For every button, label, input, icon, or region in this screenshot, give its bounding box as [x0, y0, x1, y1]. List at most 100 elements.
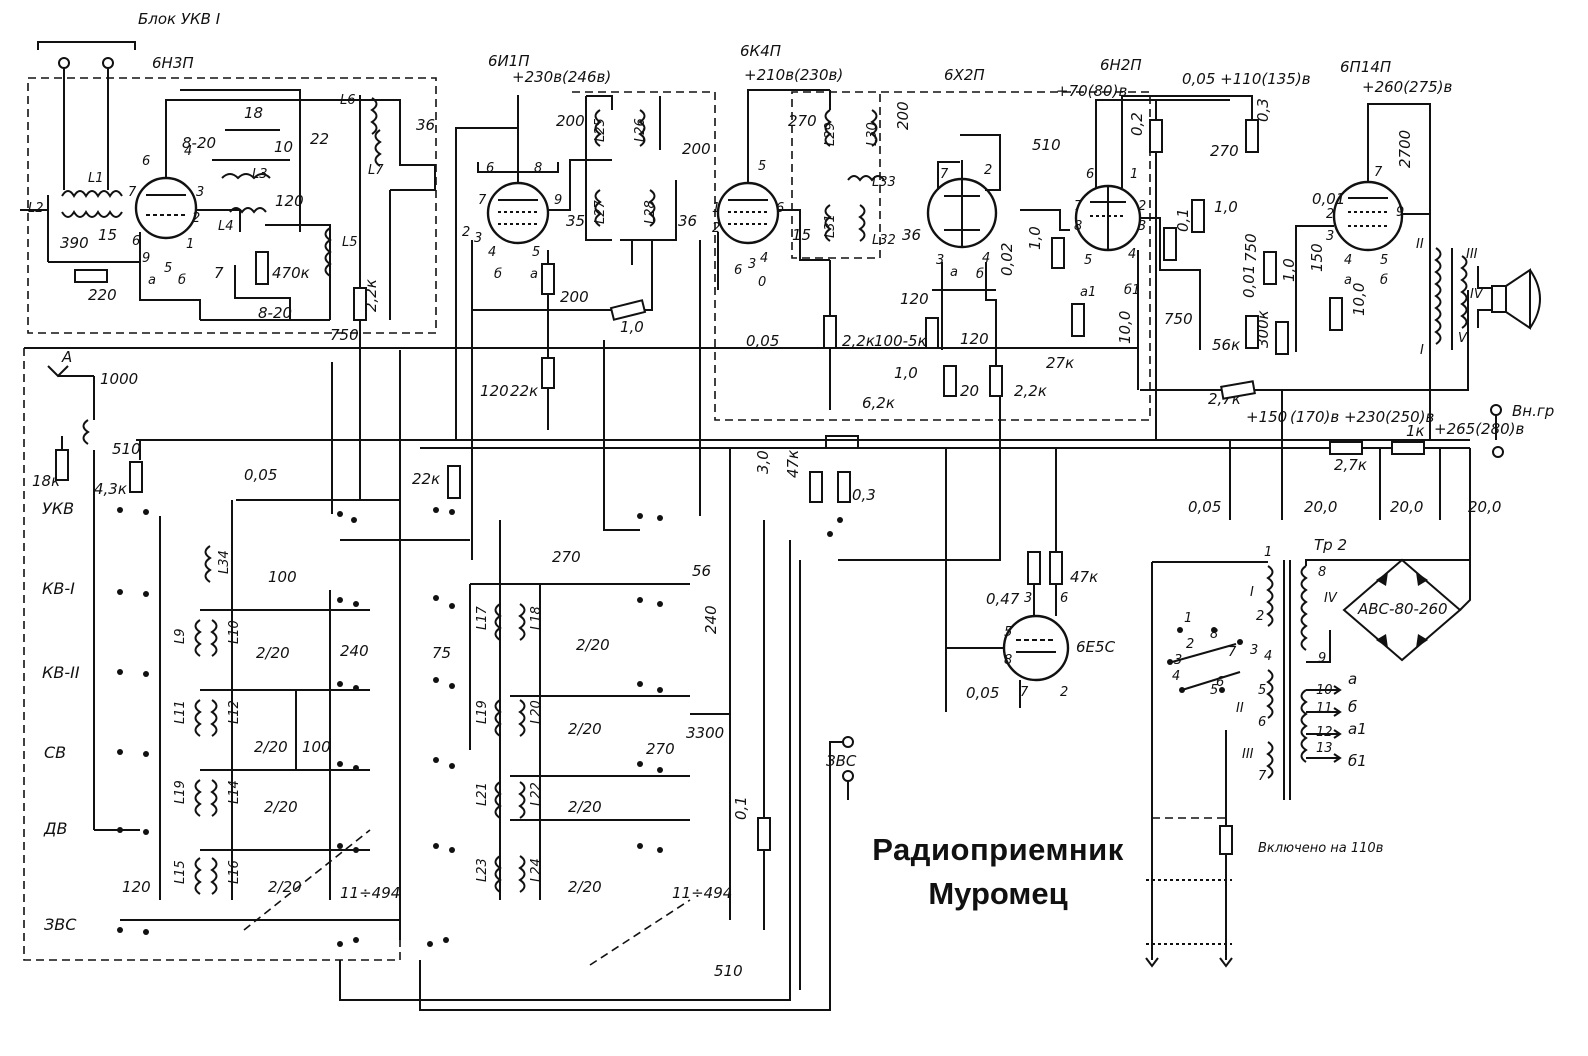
cap-0-01-out: 0,01: [1312, 190, 1345, 208]
mains-switch-and-cord: [1145, 817, 1233, 968]
band-kv1: КВ-I: [42, 579, 75, 598]
svg-text:б1: б1: [1124, 283, 1140, 298]
svg-text:L32: L32: [872, 233, 896, 248]
coil-l24: [518, 855, 526, 893]
cap-1000-label: 1000: [100, 370, 138, 388]
cap-0-02: 0,02: [998, 243, 1016, 276]
cap-36-if: 36: [678, 212, 697, 230]
resistor-4-3k: [129, 461, 143, 493]
tube-v3-label: 6К4П: [740, 42, 781, 60]
osc-coil-bank: [469, 448, 765, 930]
cap-20-0-b: 20,0: [1390, 498, 1423, 516]
coil-l26: [638, 109, 646, 147]
cap-200-a: 200: [556, 112, 585, 130]
tap-6: 6: [1258, 715, 1266, 730]
coil-l7: [374, 129, 382, 167]
tube-v7-label: 6Е5С: [1076, 638, 1116, 656]
pt-winding-iii: III: [1242, 747, 1254, 762]
resistor-4-3k-label: 4,3к: [94, 480, 127, 498]
coil-l27: [594, 189, 602, 227]
coil-l30: [870, 109, 878, 147]
resistor-20: [943, 365, 957, 397]
cap-18: 18: [244, 104, 263, 122]
svg-text:L23: L23: [475, 858, 490, 882]
svg-text:2: 2: [462, 225, 470, 240]
svg-text:3: 3: [1174, 653, 1182, 668]
svg-text:L9: L9: [173, 628, 188, 644]
svg-text:5: 5: [1084, 253, 1092, 268]
cap-10-0-out: 10,0: [1350, 283, 1368, 316]
cap-270-osc-b: 270: [646, 740, 675, 758]
trimmer-2-20-b: 2/20: [254, 738, 288, 756]
svg-text:L26: L26: [633, 118, 648, 142]
rectifier-label: АВС-80-260: [1357, 600, 1448, 618]
cap-120-if: 120: [480, 382, 509, 400]
resistor-47k-eye-a: [1027, 551, 1041, 585]
band-ukv: УКВ: [42, 499, 74, 518]
svg-text:7: 7: [128, 185, 137, 200]
cap-10-0-v5: 10,0: [1116, 311, 1134, 344]
tube-v2-voltage: +230в(246в): [512, 68, 611, 86]
ot-winding-iii: III: [1466, 247, 1478, 262]
svg-text:3: 3: [196, 185, 204, 200]
svg-text:a: a: [148, 273, 156, 288]
coil-l15: [194, 857, 202, 895]
svg-text:7: 7: [1374, 165, 1383, 180]
cap-240-osc: 240: [702, 605, 720, 634]
cap-15-if: 15: [792, 226, 811, 244]
resistor-1-0-grid: 1,0: [1280, 258, 1298, 282]
svg-text:4: 4: [1128, 247, 1136, 262]
svg-text:2: 2: [712, 221, 720, 236]
tap-9: 9: [1318, 651, 1326, 666]
resistor-1-0-label: 1,0: [620, 318, 644, 336]
svg-text:6: 6: [1060, 591, 1068, 606]
svg-text:L3: L3: [252, 167, 268, 182]
gang-linkage-b: [589, 899, 691, 966]
resistor-0-3-v5-label: 0,3: [1254, 98, 1272, 122]
svg-text:L1: L1: [88, 171, 104, 186]
speaker-icon: [1477, 266, 1541, 330]
gang-linkage: [243, 829, 371, 931]
svg-text:7: 7: [478, 193, 487, 208]
tap-11: 11: [1316, 701, 1333, 716]
resistor-0-3-det: [837, 471, 851, 503]
v6-wiring: [1140, 103, 1469, 440]
resistor-1-0-det-label: 1,0: [894, 364, 918, 382]
coil-l19: [494, 699, 502, 737]
resistor-2-2k-if: 2,2к: [842, 332, 875, 350]
coil-l8: [82, 419, 90, 445]
osc-component-labels: 270 56 75 2/20 240 2/20 3300 270 2/20 2/…: [432, 548, 750, 980]
voltage-150: +150: [1246, 408, 1287, 426]
output-transformer-labels: II III IV I V: [1416, 237, 1484, 358]
resistor-6-2k: [825, 435, 859, 449]
svg-text:2: 2: [1186, 637, 1194, 652]
coil-l16: [210, 857, 218, 895]
v5-plate-voltage: 0,05 +110(135)в: [1182, 70, 1311, 88]
pickup-label: ЗВС: [826, 752, 857, 770]
tap-8: 8: [1318, 565, 1326, 580]
resistor-2-2k-v3: [823, 315, 837, 349]
svg-text:L15: L15: [173, 860, 188, 884]
svg-text:L14: L14: [227, 780, 242, 804]
tube-v5-label: 6Н2П: [1100, 56, 1142, 74]
resistor-22k-input-label: 22к: [412, 470, 440, 488]
trimmer-2-20-a: 2/20: [256, 644, 290, 662]
cap-120-input: 120: [122, 878, 151, 896]
input-block-frame: [23, 348, 401, 961]
output-b: б: [1348, 698, 1357, 716]
cap-36-if2: 36: [902, 226, 921, 244]
resistor-2-7k-fb: [1220, 380, 1256, 400]
pickup-connector: [419, 736, 854, 1011]
resistor-0-1: [1191, 199, 1205, 233]
cap-120-det-b: 120: [960, 330, 989, 348]
cap-3-0: 3,0: [754, 450, 772, 474]
cap-0-05-supply: 0,05: [1188, 498, 1221, 516]
svg-text:L25: L25: [593, 118, 608, 142]
resistor-47k-det: [809, 471, 823, 503]
cap-390: 390: [60, 234, 89, 252]
inter-stage-wiring: [24, 240, 1138, 1001]
band-switch-contacts: [117, 507, 843, 947]
